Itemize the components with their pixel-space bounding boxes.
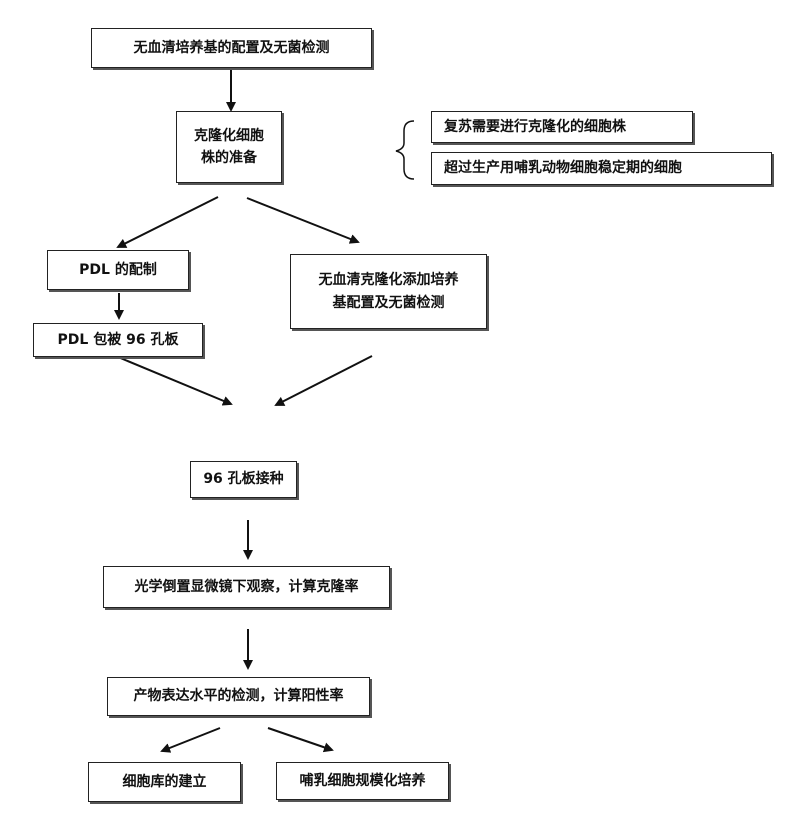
step-cell-bank: 细胞库的建立	[88, 762, 241, 802]
step-pdl-coat-plate: PDL 包被 96 孔板	[33, 323, 203, 357]
step-product-expression-detect: 产物表达水平的检测，计算阳性率	[107, 677, 370, 716]
arrow-s2-to-serum	[246, 197, 360, 244]
arrow-coat-to-merge	[117, 356, 233, 406]
note-over-stable-cells: 超过生产用哺乳动物细胞稳定期的细胞	[431, 152, 772, 185]
step-clone-cell-prep: 克隆化细胞 株的准备	[176, 111, 282, 183]
arrow-detect-to-bank	[160, 727, 221, 753]
step-microscope-observe: 光学倒置显微镜下观察，计算克隆率	[103, 566, 390, 608]
brace-icon	[395, 120, 415, 180]
step-pdl-config: PDL 的配制	[47, 250, 189, 290]
arrow-serum-to-merge	[274, 355, 373, 406]
step-96-well-seeding: 96 孔板接种	[190, 461, 297, 498]
step-serum-free-medium: 无血清培养基的配置及无菌检测	[91, 28, 372, 68]
step-serum-free-clone-medium: 无血清克隆化添加培养 基配置及无菌检测	[290, 254, 487, 329]
arrow-s2-to-pdl	[116, 196, 219, 248]
arrow-detect-to-scale	[267, 727, 334, 753]
note-revive-cell-line: 复苏需要进行克隆化的细胞株	[431, 111, 693, 143]
step-scale-up-culture: 哺乳细胞规模化培养	[276, 762, 449, 800]
